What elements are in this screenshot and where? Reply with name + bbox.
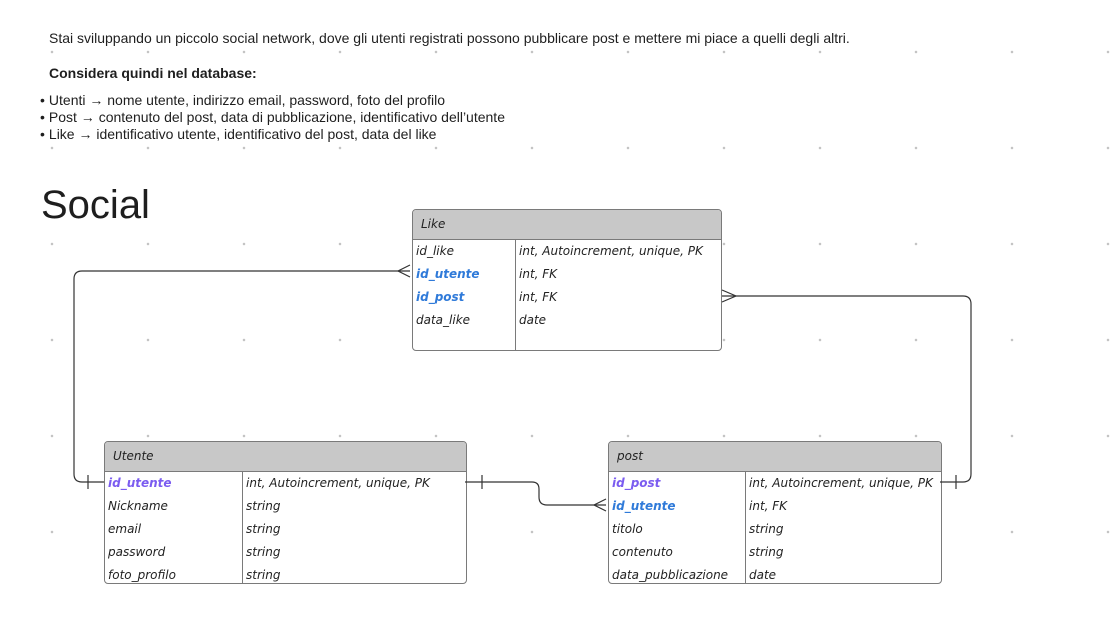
intro-text: Stai sviluppando un piccolo social netwo… <box>49 30 850 46</box>
requirement-item: Like → identificativo utente, identifica… <box>40 126 505 143</box>
field-name: Nickname <box>108 499 168 513</box>
field-row[interactable]: data_pubblicazione date <box>609 564 941 583</box>
requirements-list: Utenti → nome utente, indirizzo email, p… <box>40 92 505 143</box>
field-name: id_utente <box>416 267 480 281</box>
entity-post-body: id_post int, Autoincrement, unique, PK i… <box>609 472 941 583</box>
entity-like[interactable]: Like id_like int, Autoincrement, unique,… <box>412 209 722 351</box>
field-type: int, Autoincrement, unique, PK <box>519 244 703 258</box>
entity-like-body: id_like int, Autoincrement, unique, PK i… <box>413 240 721 350</box>
problem-statement: Stai sviluppando un piccolo social netwo… <box>49 30 850 81</box>
field-name: data_pubblicazione <box>612 568 729 582</box>
field-row[interactable]: password string <box>105 541 466 564</box>
crowfoot-marker <box>396 264 411 278</box>
diagram-title: Social <box>41 183 150 227</box>
entity-like-header: Like <box>413 210 721 240</box>
field-type: string <box>246 568 281 582</box>
field-type: string <box>749 545 784 559</box>
crowfoot-marker <box>592 498 607 512</box>
field-row[interactable]: contenuto string <box>609 541 941 564</box>
field-row[interactable]: id_utente int, FK <box>413 263 721 286</box>
field-row[interactable]: id_utente int, Autoincrement, unique, PK <box>105 472 466 495</box>
field-row[interactable]: titolo string <box>609 518 941 541</box>
field-name: id_like <box>416 244 454 258</box>
requirements-title: Considera quindi nel database: <box>49 65 257 81</box>
field-name: id_utente <box>108 476 172 490</box>
field-type: int, Autoincrement, unique, PK <box>246 476 430 490</box>
field-row[interactable]: id_like int, Autoincrement, unique, PK <box>413 240 721 263</box>
field-name: password <box>108 545 166 559</box>
relationship-utente-post <box>465 481 606 506</box>
field-type: date <box>519 313 547 327</box>
field-type: string <box>246 499 281 513</box>
requirement-item: Utenti → nome utente, indirizzo email, p… <box>40 92 505 109</box>
column-divider <box>242 472 243 583</box>
field-type: string <box>749 522 784 536</box>
field-name: contenuto <box>612 545 673 559</box>
field-name: foto_profilo <box>108 568 176 582</box>
field-row[interactable]: data_like date <box>413 309 721 332</box>
field-row[interactable]: email string <box>105 518 466 541</box>
entity-utente[interactable]: Utente id_utente int, Autoincrement, uni… <box>104 441 467 584</box>
crowfoot-marker <box>721 289 738 303</box>
column-divider <box>745 472 746 583</box>
field-type: string <box>246 522 281 536</box>
field-row[interactable]: id_post int, Autoincrement, unique, PK <box>609 472 941 495</box>
field-type: date <box>749 568 777 582</box>
field-name: id_post <box>416 290 465 304</box>
field-name: id_utente <box>612 499 676 513</box>
field-name: titolo <box>612 522 643 536</box>
field-row[interactable]: Nickname string <box>105 495 466 518</box>
field-row[interactable]: id_post int, FK <box>413 286 721 309</box>
column-divider <box>515 240 516 350</box>
entity-utente-body: id_utente int, Autoincrement, unique, PK… <box>105 472 466 583</box>
field-type: int, FK <box>519 290 558 304</box>
field-type: int, FK <box>749 499 788 513</box>
field-row[interactable]: foto_profilo string <box>105 564 466 583</box>
field-name: email <box>108 522 142 536</box>
field-row[interactable]: id_utente int, FK <box>609 495 941 518</box>
entity-utente-header: Utente <box>105 442 466 472</box>
entity-post-header: post <box>609 442 941 472</box>
field-type: string <box>246 545 281 559</box>
field-name: data_like <box>416 313 471 327</box>
field-name: id_post <box>612 476 661 490</box>
field-type: int, FK <box>519 267 558 281</box>
field-type: int, Autoincrement, unique, PK <box>749 476 933 490</box>
entity-post[interactable]: post id_post int, Autoincrement, unique,… <box>608 441 942 584</box>
requirement-item: Post → contenuto del post, data di pubbl… <box>40 109 505 126</box>
